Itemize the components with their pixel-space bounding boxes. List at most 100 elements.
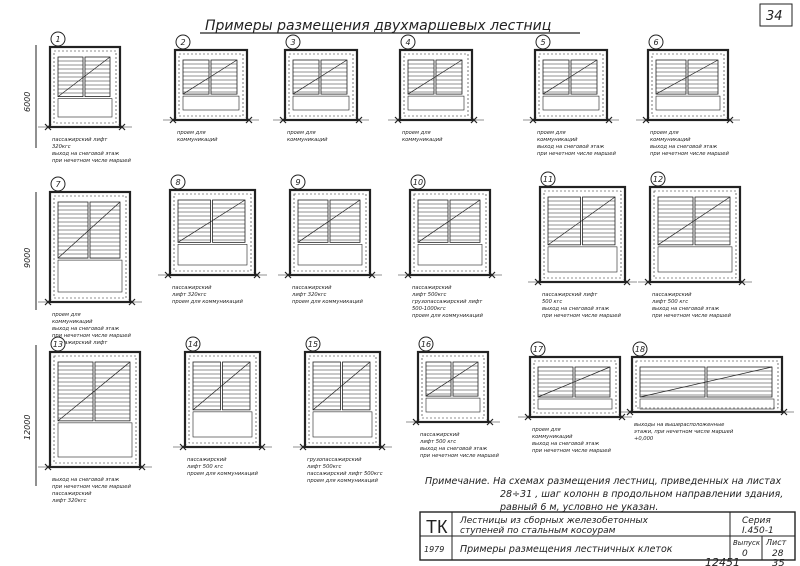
tk-logo: ТК	[426, 517, 448, 537]
plan-caption: при нечетном числе маршей	[420, 453, 499, 459]
plan-caption: выход на снеговой этаж	[537, 144, 604, 150]
plan-caption: грузопассажирский лифт	[412, 299, 483, 305]
plan-caption: лифт 320кгс	[171, 292, 207, 298]
plan-caption: коммуникаций	[52, 319, 93, 325]
plan-caption: лифт 320кгс	[51, 498, 87, 504]
plan-number-circle	[418, 336, 434, 352]
plan-number: 8	[175, 178, 180, 187]
plan-caption: при нечетном числе маршей	[652, 313, 731, 319]
plan-number: 10	[413, 178, 423, 187]
note-line-3: равный 6 м, условно не указан.	[499, 502, 658, 513]
plan-number: 7	[55, 180, 61, 189]
plan-caption: при нечетном числе маршей	[52, 333, 131, 339]
issue-value: 0	[742, 549, 748, 559]
block-desc-1: Лестницы из сборных железобетонных	[459, 516, 649, 526]
plan-number-circle	[410, 174, 426, 190]
plan-caption: коммуникаций	[532, 434, 573, 440]
plan-number-circle	[175, 34, 191, 50]
plan-number-circle	[530, 341, 546, 357]
plan-caption: выход на снеговой этаж	[52, 477, 119, 483]
plan-number: 3	[290, 38, 295, 47]
plan-caption: выход на снеговой этаж	[420, 446, 487, 452]
plan-number: 2	[180, 38, 185, 47]
plan-number: 18	[635, 345, 645, 354]
page-number: 34	[766, 9, 783, 24]
footer-number: 12451	[705, 556, 740, 566]
title-block: ТК Лестницы из сборных железобетонных ст…	[419, 511, 796, 566]
plan-number-circle	[540, 171, 556, 187]
plan-caption: пассажирский лифт	[52, 340, 108, 346]
plan-caption: пассажирский	[420, 432, 460, 438]
plan-caption: коммуникаций	[177, 137, 218, 143]
plan-caption: коммуникаций	[402, 137, 443, 143]
plan-caption: проем для	[177, 130, 206, 136]
block-year: 1979	[424, 545, 444, 554]
plan-caption: пассажирский	[52, 491, 92, 497]
note-line-1: Примечание. На схемах размещения лестниц…	[425, 476, 781, 487]
issue-label: Выпуск	[733, 539, 761, 547]
plan-number-circle	[535, 34, 551, 50]
plan-caption: проем для	[402, 130, 431, 136]
plan-caption: лифт 500 кгс	[419, 439, 456, 445]
plan-number-circle	[185, 336, 201, 352]
plan-caption: коммуникаций	[537, 137, 578, 143]
plan-number: 14	[188, 340, 198, 349]
plan-number-circle	[50, 336, 66, 352]
sheet-title: Примеры размещения двухмаршевых лестниц	[205, 18, 551, 34]
plan-number-circle	[50, 176, 66, 192]
plan-caption: пассажирский	[292, 285, 332, 291]
plan-number: 15	[308, 340, 318, 349]
plan-caption: 500-1000кгс	[412, 306, 446, 312]
plan-caption: проем для коммуникаций	[412, 313, 483, 319]
plan-caption: лифт 500 кгс	[186, 464, 223, 470]
plan-number-circle	[50, 31, 66, 47]
plan-number: 1	[55, 35, 60, 44]
footer-extra: 35	[772, 558, 785, 566]
plan-number-circle	[305, 336, 321, 352]
plan-number: 6	[653, 38, 658, 47]
plan-caption: этажи, при нечетном числе маршей	[634, 429, 734, 435]
plan-number: 9	[295, 178, 300, 187]
plan-caption: проем для	[537, 130, 566, 136]
dim-row-2: 9000	[23, 248, 32, 268]
row-dimensions: 6000 9000 12000	[23, 45, 37, 486]
plan-number: 5	[540, 38, 545, 47]
plan-caption: при нечетном числе маршей	[52, 158, 131, 164]
plan-caption: выходы на вышерасположенные	[634, 422, 724, 428]
plan-caption: выход на снеговой этаж	[52, 151, 119, 157]
plan-number: 16	[421, 340, 431, 349]
plan-caption: выход на снеговой этаж	[532, 441, 599, 447]
plan-caption: пассажирский	[412, 285, 452, 291]
plan-caption: проем для коммуникаций	[172, 299, 243, 305]
list-value: 28	[772, 549, 784, 559]
note: Примечание. На схемах размещения лестниц…	[425, 476, 783, 513]
plan-caption: проем для	[650, 130, 679, 136]
dim-row-3: 12000	[23, 415, 32, 440]
plan-number-circle	[170, 174, 186, 190]
plan-caption: лифт 500кгс	[306, 464, 342, 470]
plan-number: 4	[405, 38, 410, 47]
plan-number: 12	[653, 175, 663, 184]
plan-number: 13	[53, 340, 63, 349]
block-sheet-title: Примеры размещения лестничных клеток	[460, 544, 673, 555]
plan-caption: лифт 500кгс	[411, 292, 447, 298]
plan-caption: выход на снеговой этаж	[650, 144, 717, 150]
plan-caption: 500 кгс	[542, 299, 562, 305]
plan-number-circle	[650, 171, 666, 187]
plan-caption: выход на снеговой этаж	[542, 306, 609, 312]
